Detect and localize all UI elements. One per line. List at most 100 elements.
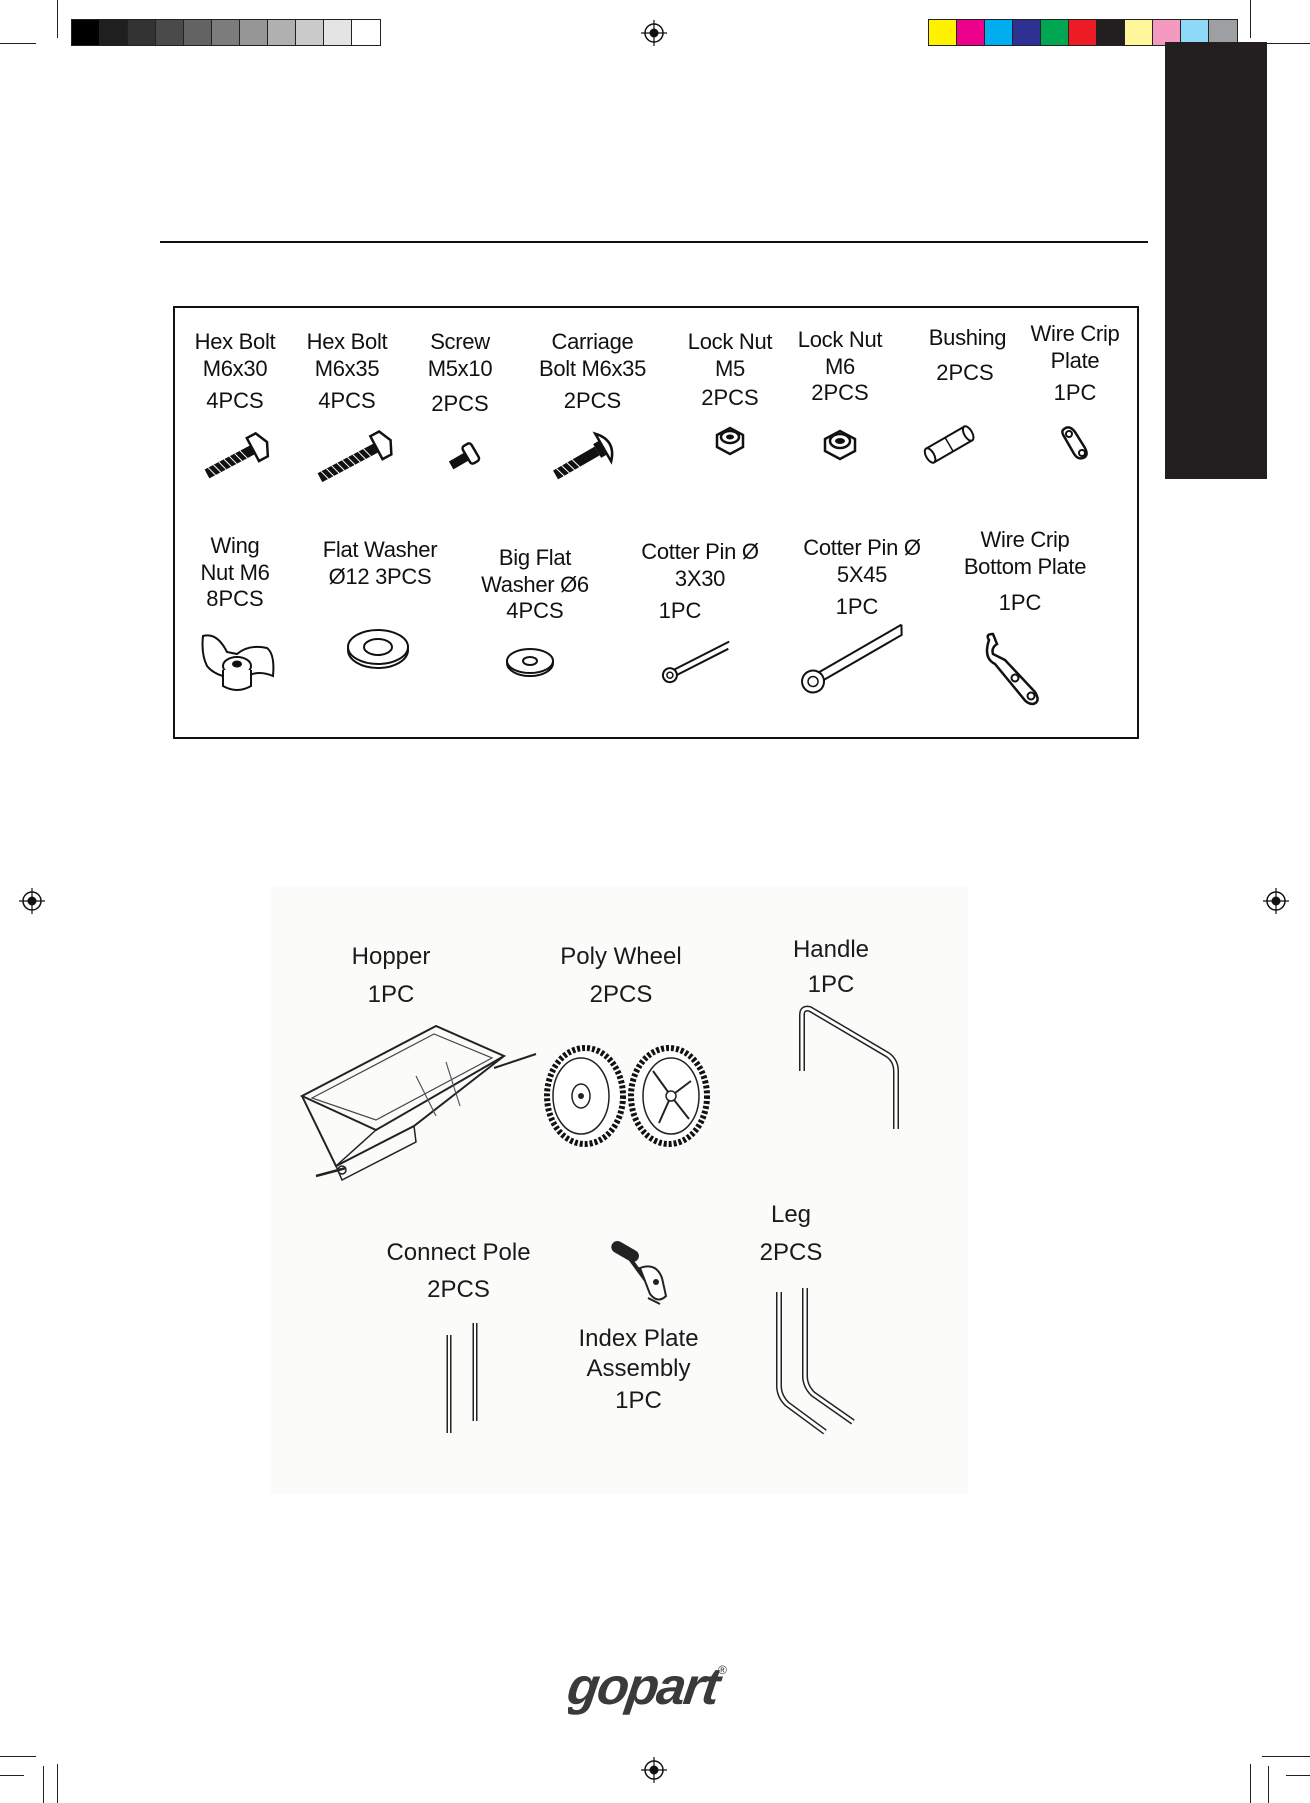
crop-mark <box>1250 1764 1251 1803</box>
svg-text:gopart: gopart <box>568 1658 726 1716</box>
registration-mark-icon <box>1263 888 1289 914</box>
major-parts-panel: Hopper 1PC Poly Wheel 2PCS Handle 1PC Le… <box>271 886 968 1495</box>
registration-mark-icon <box>19 888 45 914</box>
hardware-qty: 4PCS <box>318 388 376 413</box>
color-swatch <box>72 20 100 45</box>
crop-mark <box>1286 1775 1310 1776</box>
part-qty: 2PCS <box>759 1239 823 1266</box>
hardware-label: Hex Bolt M6x35 <box>306 329 388 381</box>
part-name: Hopper <box>351 943 431 970</box>
color-swatch <box>268 20 296 45</box>
hardware-label: Bushing <box>928 325 1007 350</box>
hardware-qty: 2PCS <box>936 360 994 385</box>
hardware-label: Lock Nut M6 <box>797 327 883 379</box>
hardware-label: Lock Nut M5 <box>687 329 773 381</box>
color-swatch <box>985 20 1013 45</box>
crop-mark <box>0 1756 36 1757</box>
hardware-label: Big Flat Washer Ø6 <box>481 545 589 597</box>
lock-nut-icon <box>715 426 745 456</box>
color-swatch <box>212 20 240 45</box>
hardware-label: Wing Nut M6 <box>200 533 270 585</box>
color-swatch <box>1181 20 1209 45</box>
crop-mark <box>57 1764 58 1803</box>
cotter-pin-icon <box>661 640 730 684</box>
color-swatch <box>128 20 156 45</box>
poly-wheel-icon <box>544 1045 710 1147</box>
color-swatch <box>1013 20 1041 45</box>
color-swatch <box>929 20 957 45</box>
part-qty: 2PCS <box>427 1276 490 1303</box>
hardware-label: Screw M5x10 <box>427 329 493 381</box>
hardware-label: Carriage Bolt M6x35 <box>538 329 647 381</box>
crop-mark <box>1262 43 1310 44</box>
hardware-label: Wire Crip Bottom Plate <box>963 527 1087 579</box>
hardware-qty: 2PCS <box>563 388 622 413</box>
part-qty: 1PC <box>367 981 415 1008</box>
crop-mark <box>0 43 36 44</box>
hardware-qty: 1PC <box>998 590 1042 615</box>
hardware-qty: 8PCS <box>206 586 264 611</box>
flat-washer-icon <box>347 629 409 669</box>
color-swatch <box>1153 20 1181 45</box>
part-qty: 2PCS <box>589 981 653 1008</box>
hardware-label: Hex Bolt M6x30 <box>194 329 276 381</box>
color-swatch <box>1209 20 1237 45</box>
color-swatch <box>324 20 352 45</box>
hardware-parts-box: Hex Bolt M6x30 4PCS Hex Bolt M6x35 4PCS … <box>173 306 1139 739</box>
hardware-qty: 4PCS <box>206 388 264 413</box>
grayscale-color-bar <box>71 19 381 46</box>
svg-text:®: ® <box>718 1663 727 1677</box>
carriage-bolt-icon <box>553 431 614 480</box>
hardware-qty: 1PC <box>835 594 879 619</box>
color-swatch <box>296 20 324 45</box>
color-swatch <box>240 20 268 45</box>
wire-crip-bottom-plate-icon <box>985 632 1039 706</box>
crop-mark <box>43 1766 44 1803</box>
crop-mark <box>1268 1766 1269 1803</box>
process-color-bar <box>928 19 1238 46</box>
hardware-qty: 1PC <box>658 598 702 623</box>
hardware-qty: 2PCS <box>811 380 869 405</box>
hopper-icon <box>299 1024 537 1182</box>
hex-bolt-icon <box>204 431 270 479</box>
part-name: Connect Pole <box>386 1239 531 1266</box>
color-swatch <box>957 20 985 45</box>
part-name: Handle <box>792 936 870 963</box>
color-swatch <box>1097 20 1125 45</box>
color-swatch <box>1041 20 1069 45</box>
big-flat-washer-icon <box>506 648 554 677</box>
hardware-qty: 1PC <box>1053 380 1097 405</box>
wing-nut-icon <box>201 634 275 691</box>
crop-mark <box>1250 0 1251 38</box>
hex-bolt-icon <box>317 430 393 483</box>
gopart-logo-icon: gopart ® <box>563 1658 727 1716</box>
gopart-logo: gopart ® <box>563 1658 734 1718</box>
wire-crip-plate-icon <box>1061 426 1088 460</box>
color-swatch <box>352 20 380 45</box>
lock-nut-icon <box>823 429 857 461</box>
registration-mark-icon <box>641 1757 667 1783</box>
color-swatch <box>1125 20 1153 45</box>
hardware-qty: 4PCS <box>506 598 564 623</box>
index-plate-assembly-icon <box>611 1241 668 1305</box>
part-name: Index Plate Assembly <box>578 1325 699 1382</box>
section-side-tab <box>1165 42 1267 479</box>
color-swatch <box>1069 20 1097 45</box>
registration-mark-icon <box>641 20 667 46</box>
part-name: Poly Wheel <box>560 943 682 970</box>
connect-pole-icon <box>446 1323 478 1433</box>
handle-icon <box>799 1005 899 1129</box>
hardware-qty: 2PCS <box>701 385 759 410</box>
hardware-label: Cotter Pin Ø 5X45 <box>803 535 921 587</box>
crop-mark <box>57 0 58 38</box>
hardware-label: Wire Crip Plate <box>1030 321 1120 373</box>
part-qty: 1PC <box>807 971 855 998</box>
color-swatch <box>156 20 184 45</box>
leg-icon <box>776 1288 855 1435</box>
header-rule <box>160 241 1148 243</box>
crop-mark <box>0 1775 24 1776</box>
color-swatch <box>100 20 128 45</box>
part-name: Leg <box>770 1201 812 1228</box>
color-swatch <box>184 20 212 45</box>
hardware-label: Cotter Pin Ø 3X30 <box>641 539 759 591</box>
